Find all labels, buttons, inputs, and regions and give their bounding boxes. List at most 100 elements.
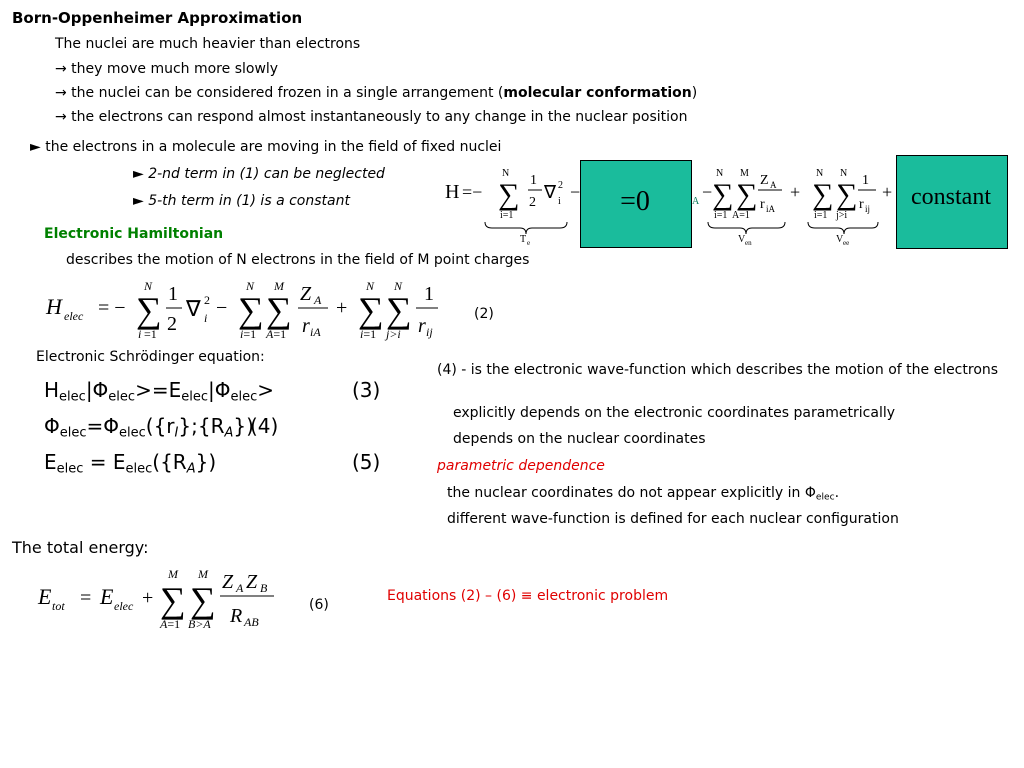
schrodinger-heading: Electronic Schrödinger equation:: [36, 349, 265, 365]
intro-arrow-1: → they move much more slowly: [55, 61, 279, 77]
eq1-Ven-sub: en: [745, 239, 752, 247]
eq1-Te: T: [520, 234, 526, 245]
svg-text:∑: ∑: [238, 290, 264, 330]
svg-text:ij: ij: [865, 204, 870, 214]
eq5-number: (5): [352, 450, 381, 474]
svg-text:−: −: [702, 182, 712, 202]
zero-term-box: [580, 160, 692, 248]
svg-text:j>i: j>i: [835, 210, 847, 221]
svg-text:i=1: i=1: [360, 327, 376, 341]
svg-text:Z: Z: [300, 283, 312, 305]
svg-text:AB: AB: [243, 615, 259, 629]
svg-text:B: B: [260, 581, 268, 595]
svg-text:A: A: [313, 293, 322, 307]
bullet-2nd-term: ► 2-nd term in (1) can be neglected: [133, 166, 385, 182]
svg-text:A=1: A=1: [265, 327, 286, 341]
eq6-number: (6): [309, 597, 329, 613]
svg-text:2: 2: [529, 195, 536, 210]
equation-5: Eelec = Eelec({RA}): [44, 450, 217, 477]
svg-text:N: N: [716, 168, 723, 179]
parametric-dependence-label: parametric dependence: [437, 458, 605, 474]
svg-text:elec: elec: [114, 599, 134, 613]
svg-text:∑: ∑: [190, 580, 216, 620]
svg-text:−: −: [216, 297, 227, 319]
equation-2-electronic-hamiltonian: H elec = − N ∑ i =1 1 2 ∇ 2 i − N ∑ i=1 …: [45, 279, 438, 341]
intro-arrow-2-text-a: → the nuclei can be considered frozen in…: [55, 85, 504, 101]
wavefunction-line-3: depends on the nuclear coordinates: [453, 431, 706, 447]
page-title: Born-Oppenheimer Approximation: [12, 9, 303, 27]
svg-text:iA: iA: [766, 204, 776, 214]
svg-text:i=1: i=1: [500, 210, 513, 221]
svg-text:M: M: [197, 567, 209, 581]
svg-text:1: 1: [530, 173, 537, 188]
wavefunction-line-4: the nuclear coordinates do not appear ex…: [447, 485, 839, 502]
svg-text:1: 1: [862, 173, 869, 188]
svg-text:N: N: [365, 279, 375, 293]
svg-text:∇: ∇: [543, 182, 557, 202]
eq3-number: (3): [352, 378, 381, 402]
total-energy-heading: The total energy:: [12, 538, 149, 557]
svg-text:ij: ij: [426, 325, 433, 339]
svg-text:r: r: [418, 315, 426, 337]
svg-text:∑: ∑: [160, 580, 186, 620]
eq4-number: (4): [250, 414, 279, 438]
svg-text:i: i: [204, 311, 207, 325]
svg-text:N: N: [393, 279, 403, 293]
intro-arrow-2-bold: molecular conformation: [503, 85, 692, 101]
electronic-hamiltonian-desc: describes the motion of N electrons in t…: [66, 252, 530, 268]
eq1-Vee: V: [836, 234, 844, 245]
equation-6-total-energy: E tot = E elec + M ∑ A=1 M ∑ B>A Z A Z B…: [37, 567, 274, 631]
svg-text:B>A: B>A: [188, 617, 211, 631]
svg-text:=1: =1: [144, 327, 157, 341]
wavefunction-line-2: explicitly depends on the electronic coo…: [453, 405, 896, 421]
svg-text:A: A: [770, 180, 777, 190]
svg-text:i=1: i=1: [714, 210, 727, 221]
svg-text:elec: elec: [64, 309, 84, 323]
svg-text:N: N: [245, 279, 255, 293]
eq2-number: (2): [474, 306, 494, 322]
constant-term-box: [896, 155, 1008, 249]
svg-text:N: N: [816, 168, 823, 179]
svg-text:Z: Z: [760, 173, 769, 188]
eq1-Ven: V: [738, 234, 746, 245]
electronic-hamiltonian-heading: Electronic Hamiltonian: [44, 226, 224, 242]
constant-term-label: constant: [911, 184, 991, 210]
svg-text:∑: ∑: [812, 178, 833, 211]
svg-text:+: +: [882, 182, 892, 202]
svg-text:2: 2: [167, 313, 177, 335]
zero-term-label: =0: [620, 186, 650, 217]
intro-arrow-2: → the nuclei can be considered frozen in…: [55, 85, 697, 101]
equation-3: Helec|Φelec>=Eelec|Φelec>: [44, 378, 274, 405]
svg-text:iA: iA: [310, 325, 321, 339]
electronic-problem-summary: Equations (2) – (6) ≡ electronic problem: [387, 588, 669, 604]
svg-text:∑: ∑: [736, 178, 757, 211]
bullet-fixed-nuclei: ► the electrons in a molecule are moving…: [30, 139, 502, 155]
wavefunction-line-4-a: the nuclear coordinates do not appear ex…: [447, 485, 816, 501]
wavefunction-line-5: different wave-function is defined for e…: [447, 511, 899, 527]
svg-text:+: +: [790, 182, 800, 202]
svg-text:j>i: j>i: [384, 327, 401, 341]
svg-text:=: =: [80, 587, 91, 609]
svg-text:=−: =−: [462, 182, 482, 202]
eq1-H: H: [445, 181, 459, 203]
wavefunction-line-1: (4) - is the electronic wave-function wh…: [437, 362, 999, 378]
svg-text:∑: ∑: [386, 290, 412, 330]
svg-text:tot: tot: [52, 599, 65, 613]
eq1-Te-sub: e: [527, 239, 530, 247]
svg-text:∑: ∑: [358, 290, 384, 330]
svg-text:∑: ∑: [836, 178, 857, 211]
svg-text:i: i: [138, 327, 141, 341]
svg-text:M: M: [740, 168, 749, 179]
svg-text:r: r: [859, 197, 864, 212]
svg-text:∑: ∑: [712, 178, 733, 211]
svg-text:= −: = −: [98, 297, 126, 319]
svg-text:1: 1: [424, 283, 434, 305]
svg-text:∑: ∑: [266, 290, 292, 330]
svg-text:N: N: [143, 279, 153, 293]
wavefunction-line-4-sub: elec: [815, 492, 835, 503]
svg-text:N: N: [840, 168, 847, 179]
svg-text:Z: Z: [246, 571, 258, 593]
svg-text:∑: ∑: [136, 290, 162, 330]
svg-text:N: N: [502, 168, 509, 179]
svg-text:A=1: A=1: [159, 617, 180, 631]
